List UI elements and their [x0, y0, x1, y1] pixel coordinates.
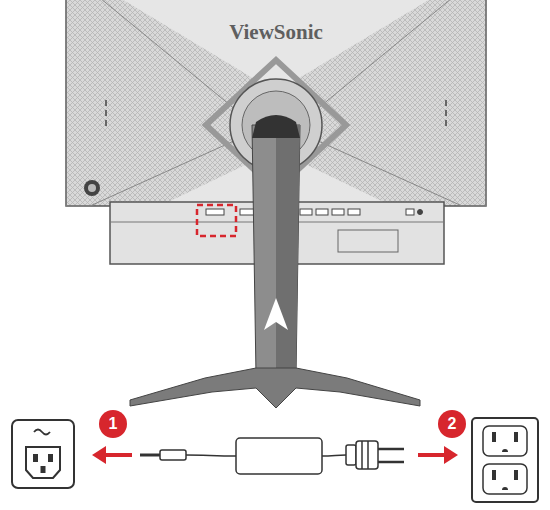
ac-inlet [26, 447, 60, 478]
port-row [332, 209, 344, 215]
wall-outlet [472, 418, 538, 502]
ac-inlet [34, 430, 50, 435]
port-row [348, 209, 360, 215]
ac-inlet [33, 454, 38, 462]
vent-slots [445, 120, 447, 126]
power-adapter [186, 455, 236, 456]
wall-outlet [492, 470, 496, 480]
wall-outlet [514, 432, 518, 442]
stand [130, 368, 420, 408]
port-row [300, 209, 312, 215]
vent-slots [105, 110, 107, 116]
ac-inlet [12, 420, 74, 488]
direction-arrow [104, 453, 132, 457]
port-row [240, 209, 254, 215]
port-row [206, 209, 423, 215]
power-adapter [356, 441, 378, 469]
power-adapter [140, 454, 162, 457]
stand [130, 115, 420, 408]
ac-inlet [41, 466, 46, 473]
port-row [418, 210, 423, 215]
joystick-button [88, 184, 96, 192]
wall-outlet [483, 464, 527, 494]
direction-arrow [418, 453, 446, 457]
callout-circle [99, 410, 127, 438]
port-row [406, 209, 414, 215]
callout-number: 2 [438, 410, 466, 438]
wall-outlet [514, 470, 518, 480]
power-adapter [160, 450, 186, 460]
power-adapter [140, 438, 404, 474]
joystick-button [84, 180, 100, 196]
direction-arrow [92, 446, 106, 464]
power-adapter [378, 461, 404, 464]
wall-outlet [492, 432, 496, 442]
callout-number: 1 [99, 410, 127, 438]
power-adapter [378, 448, 404, 451]
callout-highlight [197, 205, 236, 236]
stand [264, 298, 288, 330]
power-adapter [361, 441, 363, 469]
callout-number: 2 [448, 416, 457, 432]
port-row [316, 209, 328, 215]
vent-slots [105, 120, 107, 126]
monitor-back [120, 0, 432, 92]
brand-logo: ViewSonic [229, 20, 323, 45]
stand [276, 125, 300, 375]
wall-outlet [472, 418, 538, 502]
monitor-back [338, 230, 398, 252]
stand [252, 125, 300, 375]
power-adapter [322, 455, 346, 456]
wall-outlet [502, 449, 508, 452]
wall-outlet [483, 426, 527, 456]
vent-slots [445, 110, 447, 116]
power-adapter [367, 441, 369, 469]
wall-outlet [502, 487, 508, 490]
port-row [206, 209, 224, 215]
stand [252, 115, 300, 138]
power-adapter [236, 438, 322, 474]
ac-inlet [12, 420, 74, 488]
vent-slots [105, 100, 107, 106]
vent-slots [445, 100, 447, 106]
power-adapter [346, 445, 356, 465]
monitor-back [316, 0, 486, 206]
monitor-back [66, 0, 236, 206]
ac-inlet [48, 454, 53, 462]
direction-arrow [92, 446, 458, 464]
callout-circle [438, 410, 466, 438]
direction-arrow [444, 446, 458, 464]
callout-number: 1 [109, 416, 118, 432]
joystick-button [84, 180, 100, 196]
callout-highlight [197, 205, 236, 236]
